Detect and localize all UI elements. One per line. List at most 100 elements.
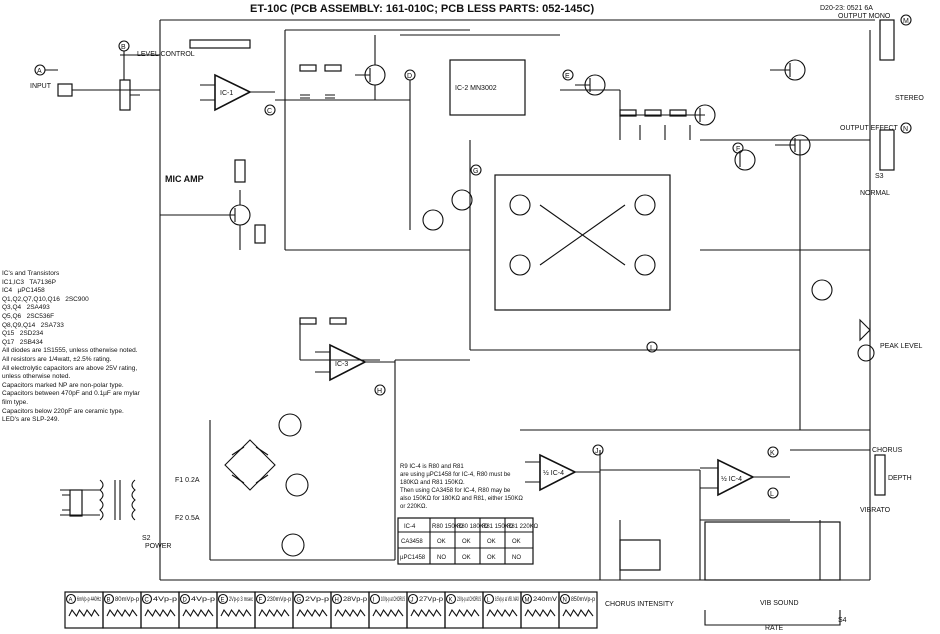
stereo-label: STEREO — [895, 95, 924, 102]
ic-table-header: R80 150KΩ — [432, 524, 464, 530]
q10-transistor — [690, 104, 716, 126]
notes-general: All diodes are 1S1555, unless otherwise … — [2, 347, 138, 355]
waveform-marker-j: J — [595, 448, 599, 455]
notes-general: Capacitors marked NP are non-polar type. — [2, 381, 124, 389]
chorus-intensity-label: CHORUS INTENSITY — [605, 601, 674, 608]
waveform-trace — [410, 608, 442, 618]
notes-row: Q8,Q9,Q14 2SA733 — [2, 321, 64, 329]
mic-amp-label: MIC AMP — [165, 174, 204, 184]
waveform-id: I — [373, 598, 375, 604]
power-transformer — [60, 479, 136, 521]
waveform-id: M — [525, 598, 530, 604]
waveform-cell: J 27Vp-p — [406, 591, 446, 629]
ic3-label: IC-3 — [335, 361, 348, 368]
q17-transistor — [281, 533, 305, 557]
waveform-marker-m: M — [903, 18, 909, 25]
waveform-text: 28Vp-p — [343, 597, 368, 603]
waveform-id: F — [259, 598, 263, 604]
notes-general: All electrolytic capacitors are above 25… — [2, 364, 138, 372]
q3-transistor — [509, 194, 531, 216]
peak-led — [857, 318, 875, 362]
chorus-label: CHORUS — [872, 447, 903, 454]
notes-row: Q5,Q6 2SC536F — [2, 312, 55, 320]
ic1-label: IC-1 — [220, 90, 233, 97]
power-label: POWER — [145, 543, 171, 550]
waveform-text: 6mVp-p 440Hz — [77, 597, 101, 603]
output-mono-label: OUTPUT MONO — [838, 13, 891, 20]
q15-transistor — [278, 413, 302, 437]
clock-driver-block — [494, 174, 671, 311]
ic-table-cell: CA3458 — [401, 539, 423, 545]
waveform-trace — [106, 608, 138, 618]
normal-label: NORMAL — [860, 190, 890, 197]
ic-table-cell: NO — [512, 555, 521, 561]
ic-note-line: or 220KΩ. — [400, 504, 428, 510]
q6-transistor — [634, 254, 656, 276]
waveform-id: H — [335, 598, 339, 604]
notes-general: Capacitors between 470pF and 0.1µF are m… — [2, 390, 140, 398]
waveform-id: N — [563, 598, 567, 604]
ic-table-cell: OK — [462, 539, 471, 545]
rate-label: RATE — [765, 625, 783, 632]
q4-transistor — [634, 194, 656, 216]
vibrato-label: VIBRATO — [860, 507, 891, 514]
power-plug — [62, 489, 83, 517]
ic-compat-table: IC-4 R80 150KΩ R80 180KΩ R81 150KΩ R81 2… — [397, 517, 539, 565]
waveform-text: 27Vp-p — [419, 597, 444, 603]
waveform-text: 23Vp-p at CHORUS — [457, 597, 481, 603]
q11-transistor — [770, 59, 806, 81]
waveform-text: 2Vp-p 3 msec — [229, 597, 253, 603]
q5-transistor — [509, 254, 531, 276]
waveform-id: J — [411, 598, 414, 604]
level-control-label: LEVEL CONTROL — [137, 51, 195, 58]
component-notes: IC's and Transistors IC1,IC3 TA7136P IC4… — [2, 270, 152, 425]
waveform-marker-d: D — [407, 73, 412, 80]
notes-general: film type. — [2, 398, 29, 406]
waveform-marker-g: G — [473, 168, 478, 175]
waveform-text: 240mV — [533, 597, 557, 603]
q13-transistor — [775, 134, 811, 156]
ic4b-label: ½ IC-4 — [721, 475, 742, 483]
notes-general: Capacitors below 220pF are ceramic type. — [2, 407, 124, 415]
notes-general: unless otherwise noted. — [2, 373, 71, 381]
ic-table-header: R81 150KΩ — [482, 524, 514, 530]
waveform-trace — [524, 608, 556, 618]
waveform-trace — [68, 608, 100, 618]
output-effect-label: OUTPUT EFFECT — [840, 125, 899, 132]
notes-heading: IC's and Transistors — [2, 270, 60, 277]
output-jack-effect — [879, 129, 895, 171]
ic2-label: IC-2 MN3002 — [455, 85, 497, 92]
waveform-id: C — [145, 598, 150, 604]
ic3-opamp — [299, 317, 395, 382]
bridge-rectifier — [224, 439, 276, 491]
waveform-marker-n: N — [903, 126, 908, 133]
output-jack-mono — [879, 19, 895, 61]
ic2-bbd — [449, 59, 526, 116]
ic-note-line: 180KΩ and R81 150KΩ. — [400, 480, 465, 486]
ic-note-line: are using µPC1458 for IC-4, R80 must be — [400, 472, 511, 478]
mic-amp-transistor — [215, 159, 266, 250]
waveform-marker-e: E — [565, 73, 570, 80]
notes-row: Q3,Q4 2SA493 — [2, 304, 50, 312]
waveform-marker-c: C — [267, 108, 272, 115]
q7-transistor — [575, 74, 606, 96]
q16-transistor — [285, 473, 309, 497]
waveform-marker-a: A — [37, 68, 42, 75]
waveform-trace — [448, 608, 480, 618]
waveform-trace — [486, 608, 518, 618]
ic-table-cell: OK — [462, 555, 471, 561]
ic4b-opamp — [700, 458, 790, 497]
ic-table-cell: OK — [487, 555, 496, 561]
q8-transistor — [422, 209, 444, 231]
s3-label: S3 — [875, 173, 884, 180]
ic-table-cell: OK — [512, 539, 521, 545]
depth-label: DEPTH — [888, 475, 912, 482]
waveform-text: 4Vp-p — [191, 597, 216, 603]
